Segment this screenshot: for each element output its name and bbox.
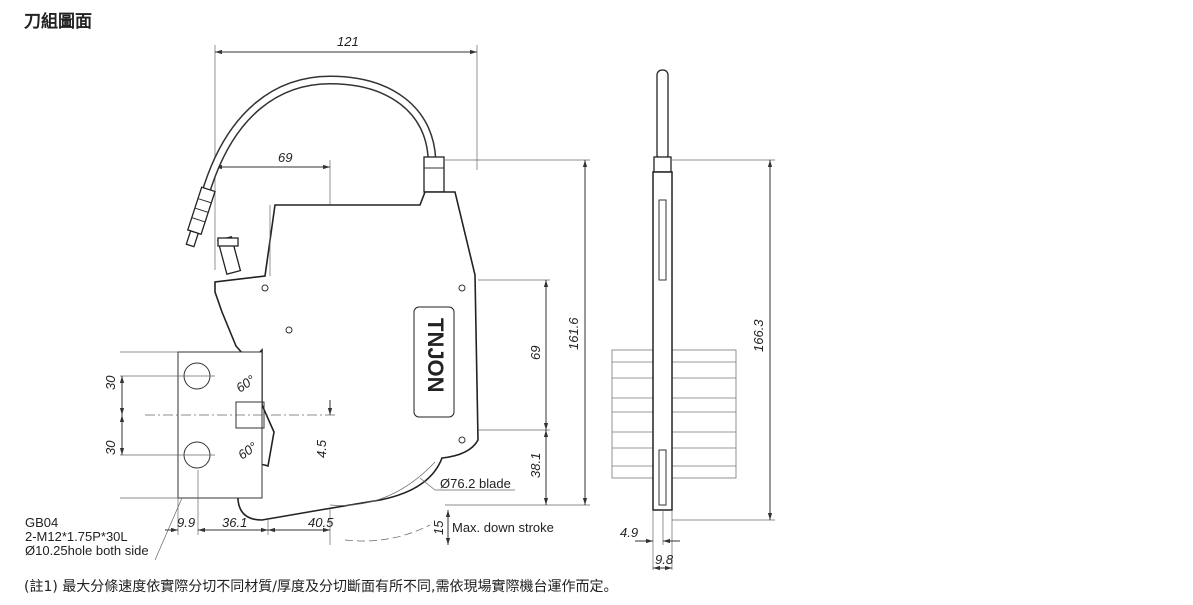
dim-9-9: 9.9: [177, 515, 195, 530]
page-title: 刀組圖面: [24, 12, 92, 32]
dim-15: 15: [431, 520, 446, 535]
mount-label-3: Ø10.25hole both side: [25, 543, 149, 558]
dim-69-right: 69: [528, 346, 543, 360]
dim-161-6: 161.6: [566, 317, 581, 350]
blade-label: Ø76.2 blade: [440, 476, 511, 491]
dim-40-5: 40.5: [308, 515, 334, 530]
dim-30-top: 30: [103, 375, 118, 390]
cutter-body: [214, 191, 479, 521]
front-view: 121 69 TNJON: [25, 34, 590, 561]
dim-4-9: 4.9: [620, 525, 638, 540]
dim-69-top: 69: [278, 150, 292, 165]
dim-30-bottom: 30: [103, 440, 118, 455]
dim-166-3: 166.3: [751, 319, 766, 352]
dim-4-5: 4.5: [314, 439, 329, 458]
mount-label-2: 2-M12*1.75P*30L: [25, 529, 128, 544]
stroke-label: Max. down stroke: [452, 520, 554, 535]
dim-9-8: 9.8: [655, 552, 674, 567]
footnote: (註1) 最大分條速度依實際分切不同材質/厚度及分切斷面有所不同,需依現場實際機…: [24, 579, 618, 595]
cable-connector-right: [423, 156, 445, 193]
dim-121: 121: [337, 34, 359, 49]
side-view: 166.3 4.9 9.8: [611, 69, 775, 571]
brand-logo: TNJON: [423, 318, 448, 393]
dim-36-1: 36.1: [222, 515, 247, 530]
dim-38-1: 38.1: [528, 453, 543, 478]
cable-connector-left: [185, 186, 216, 248]
rail: [611, 349, 737, 479]
brand-plate: [413, 306, 455, 418]
mount-label-1: GB04: [25, 515, 58, 530]
